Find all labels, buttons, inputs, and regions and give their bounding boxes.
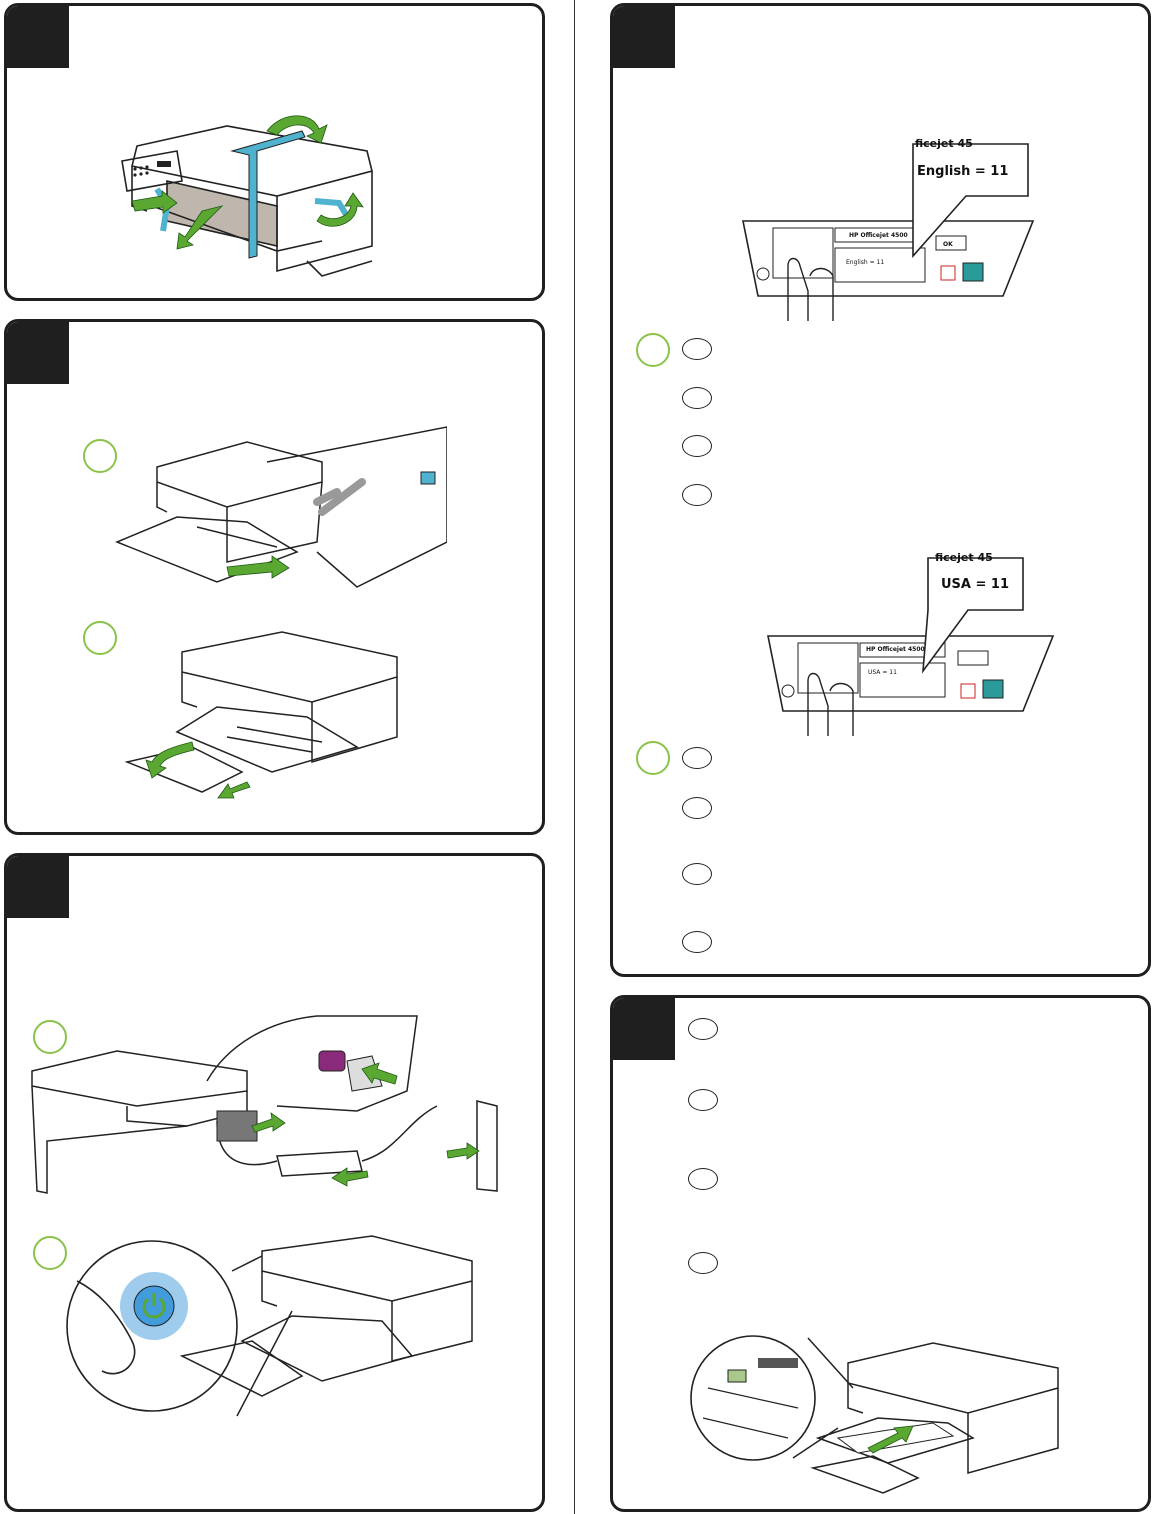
power-cord-illustration [27,1011,507,1201]
instruction-bullet-2 [688,1089,718,1111]
instruction-bullet-1 [682,338,712,360]
instruction-bullet-7 [682,863,712,885]
step-remove-tape-panel [4,3,545,301]
step-number-tab [7,322,69,384]
step-number-tab [7,6,69,68]
instruction-bullet-1 [688,1018,718,1040]
substep-b-marker [33,1236,67,1270]
ok-button-label: OK [943,241,953,248]
control-panel-language-illustration [738,126,1038,326]
step-set-language-panel: ficejet 45 English = 11 HP Officejet 450… [610,3,1151,977]
callout-country-display: USA = 11 [941,577,1010,592]
step-load-paper-panel [610,995,1151,1512]
callout-language-display: English = 11 [917,164,1009,179]
step-number-tab [7,856,69,918]
control-panel-country-illustration [763,546,1063,746]
unfold-extension-illustration [122,622,412,812]
substep-a-marker [636,333,670,367]
step-connect-power-panel [4,853,545,1512]
substep-b-marker [636,741,670,775]
instruction-bullet-4 [688,1252,718,1274]
instruction-bullet-8 [682,931,712,953]
instruction-bullet-3 [682,435,712,457]
step-number-tab [613,6,675,68]
panel-model-label-2: HP Officejet 4500 [866,646,925,653]
panel-model-label: HP Officejet 4500 [849,232,908,239]
step-number-tab [613,998,675,1060]
panel-language-display: English = 11 [846,259,885,266]
power-button-illustration [62,1231,492,1431]
instruction-bullet-6 [682,797,712,819]
instruction-bullet-4 [682,484,712,506]
instruction-bullet-3 [688,1168,718,1190]
instruction-bullet-5 [682,747,712,769]
instruction-bullet-2 [682,387,712,409]
panel-country-display: USA = 11 [868,669,897,676]
step-paper-tray-panel [4,319,545,835]
substep-a-marker [33,1020,67,1054]
load-paper-illustration [688,1328,1068,1498]
substep-a-marker [83,439,117,473]
printer-tape-illustration [107,111,387,286]
extend-tray-illustration [107,422,447,602]
callout-model-text-2: ficejet 45 [935,551,993,564]
callout-model-text: ficejet 45 [915,137,973,150]
column-divider [574,0,575,1514]
substep-b-marker [83,621,117,655]
